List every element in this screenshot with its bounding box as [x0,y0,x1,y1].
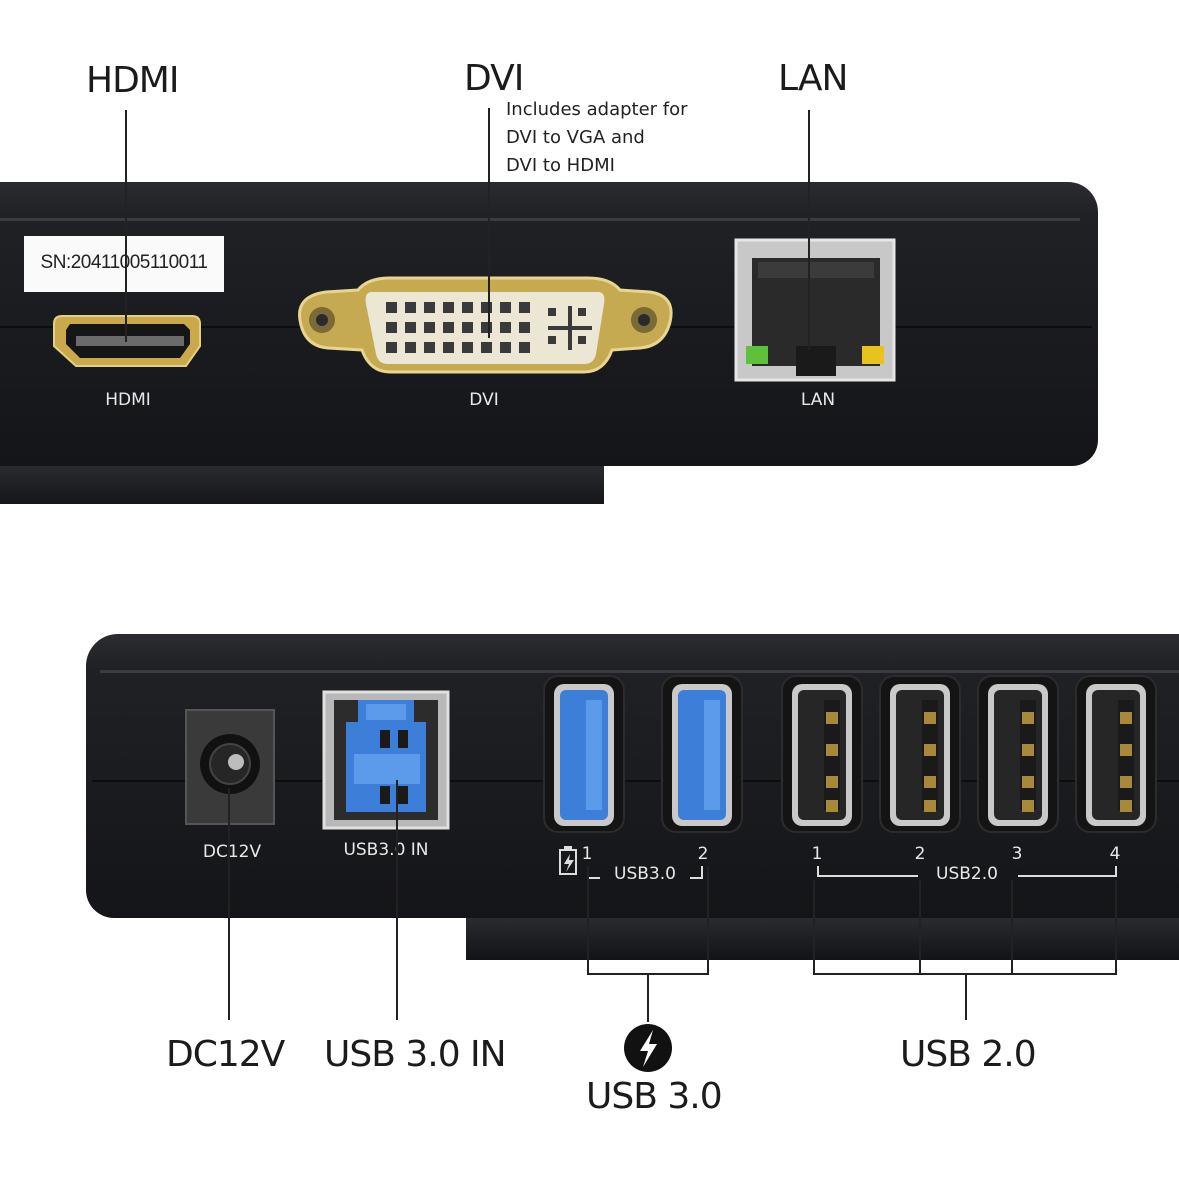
hdmi-leader-line [125,110,127,342]
usb3-group-label: USB3.0 [614,864,676,884]
dvi-blade [548,306,592,350]
dvi-pin [424,342,435,353]
dvi-pin [519,302,530,313]
serial-number-text: SN:20411005110011 [40,252,208,273]
usb2-port-number-2: 2 [914,844,926,864]
dvi-pin [481,322,492,333]
usb2-contact [1120,744,1132,756]
dvi-callout: DVI [464,58,524,99]
usb2-port-number-4: 4 [1109,844,1121,864]
usb2-port-number-1: 1 [811,844,823,864]
usb2-contact [1022,712,1034,724]
dvi-leader-line [488,108,490,338]
usb3-port-number-1: 1 [581,844,593,864]
usb2-contact [1120,712,1132,724]
usb2-port-number-3: 3 [1011,844,1023,864]
hdmi-port-label: HDMI [105,390,151,410]
dvi-note-line-2: DVI to VGA and [506,127,645,148]
lan-led-yellow [862,346,884,364]
hdmi-callout: HDMI [86,60,179,101]
dock-top-highlight [0,218,1080,221]
usb3-port-number-2: 2 [697,844,709,864]
dock-top-shadow-base [0,466,604,504]
usb3-callout: USB 3.0 [586,1076,723,1117]
dvi-pin [443,342,454,353]
dock-bottom-base [466,918,1179,960]
dvi-pin [578,308,586,316]
dvi-pin [405,302,416,313]
dvi-pin [462,342,473,353]
dc-callout: DC12V [166,1034,285,1075]
dvi-pin [500,322,511,333]
dvi-note-line-3: DVI to HDMI [506,155,615,176]
usb2-contact [1022,776,1034,788]
usb2-contact [1120,776,1132,788]
dvi-pin [481,302,492,313]
dvi-pin [424,322,435,333]
usb2-contact [924,744,936,756]
dvi-pin [548,308,556,316]
usb2-contact [826,712,838,724]
dvi-pin [424,302,435,313]
dvi-pin [481,342,492,353]
usb2-contact [924,712,936,724]
dvi-pin [443,302,454,313]
dvi-pin [548,336,556,344]
dvi-pin [578,336,586,344]
dvi-pin [462,302,473,313]
dvi-pin [443,322,454,333]
usb2-contact [1022,800,1034,812]
usb2-group-label: USB2.0 [936,864,998,884]
usb2-contact [924,800,936,812]
dvi-pin [519,342,530,353]
dvi-pin [386,302,397,313]
dvi-pin [519,322,530,333]
dvi-pin [405,342,416,353]
dock-bottom-seam [92,780,1179,782]
usb3-in-leader-line [396,780,398,1020]
dock-bottom-highlight [100,670,1179,673]
dvi-pin [500,302,511,313]
lan-callout: LAN [778,58,848,99]
dvi-pin [386,322,397,333]
lan-leader-line [808,110,810,350]
dc-leader-line [228,788,230,1020]
dvi-pin [462,322,473,333]
usb2-contact [1022,744,1034,756]
serial-sticker [24,236,224,292]
dvi-port-label: DVI [469,390,499,410]
usb2-contact [1120,800,1132,812]
usb2-contact [826,776,838,788]
usb2-callout: USB 2.0 [900,1034,1037,1075]
usb3-in-callout: USB 3.0 IN [324,1034,507,1075]
dvi-pin [405,322,416,333]
usb2-contact [826,744,838,756]
usb2-contact [826,800,838,812]
dvi-pin [386,342,397,353]
lan-led-green [746,346,768,364]
usb3-in-port-label: USB3.0 IN [343,840,429,860]
dvi-note-line-1: Includes adapter for [506,99,688,120]
dvi-pin [500,342,511,353]
dc-port-label: DC12V [202,842,262,862]
lan-port-label: LAN [800,390,836,410]
usb2-contact [924,776,936,788]
